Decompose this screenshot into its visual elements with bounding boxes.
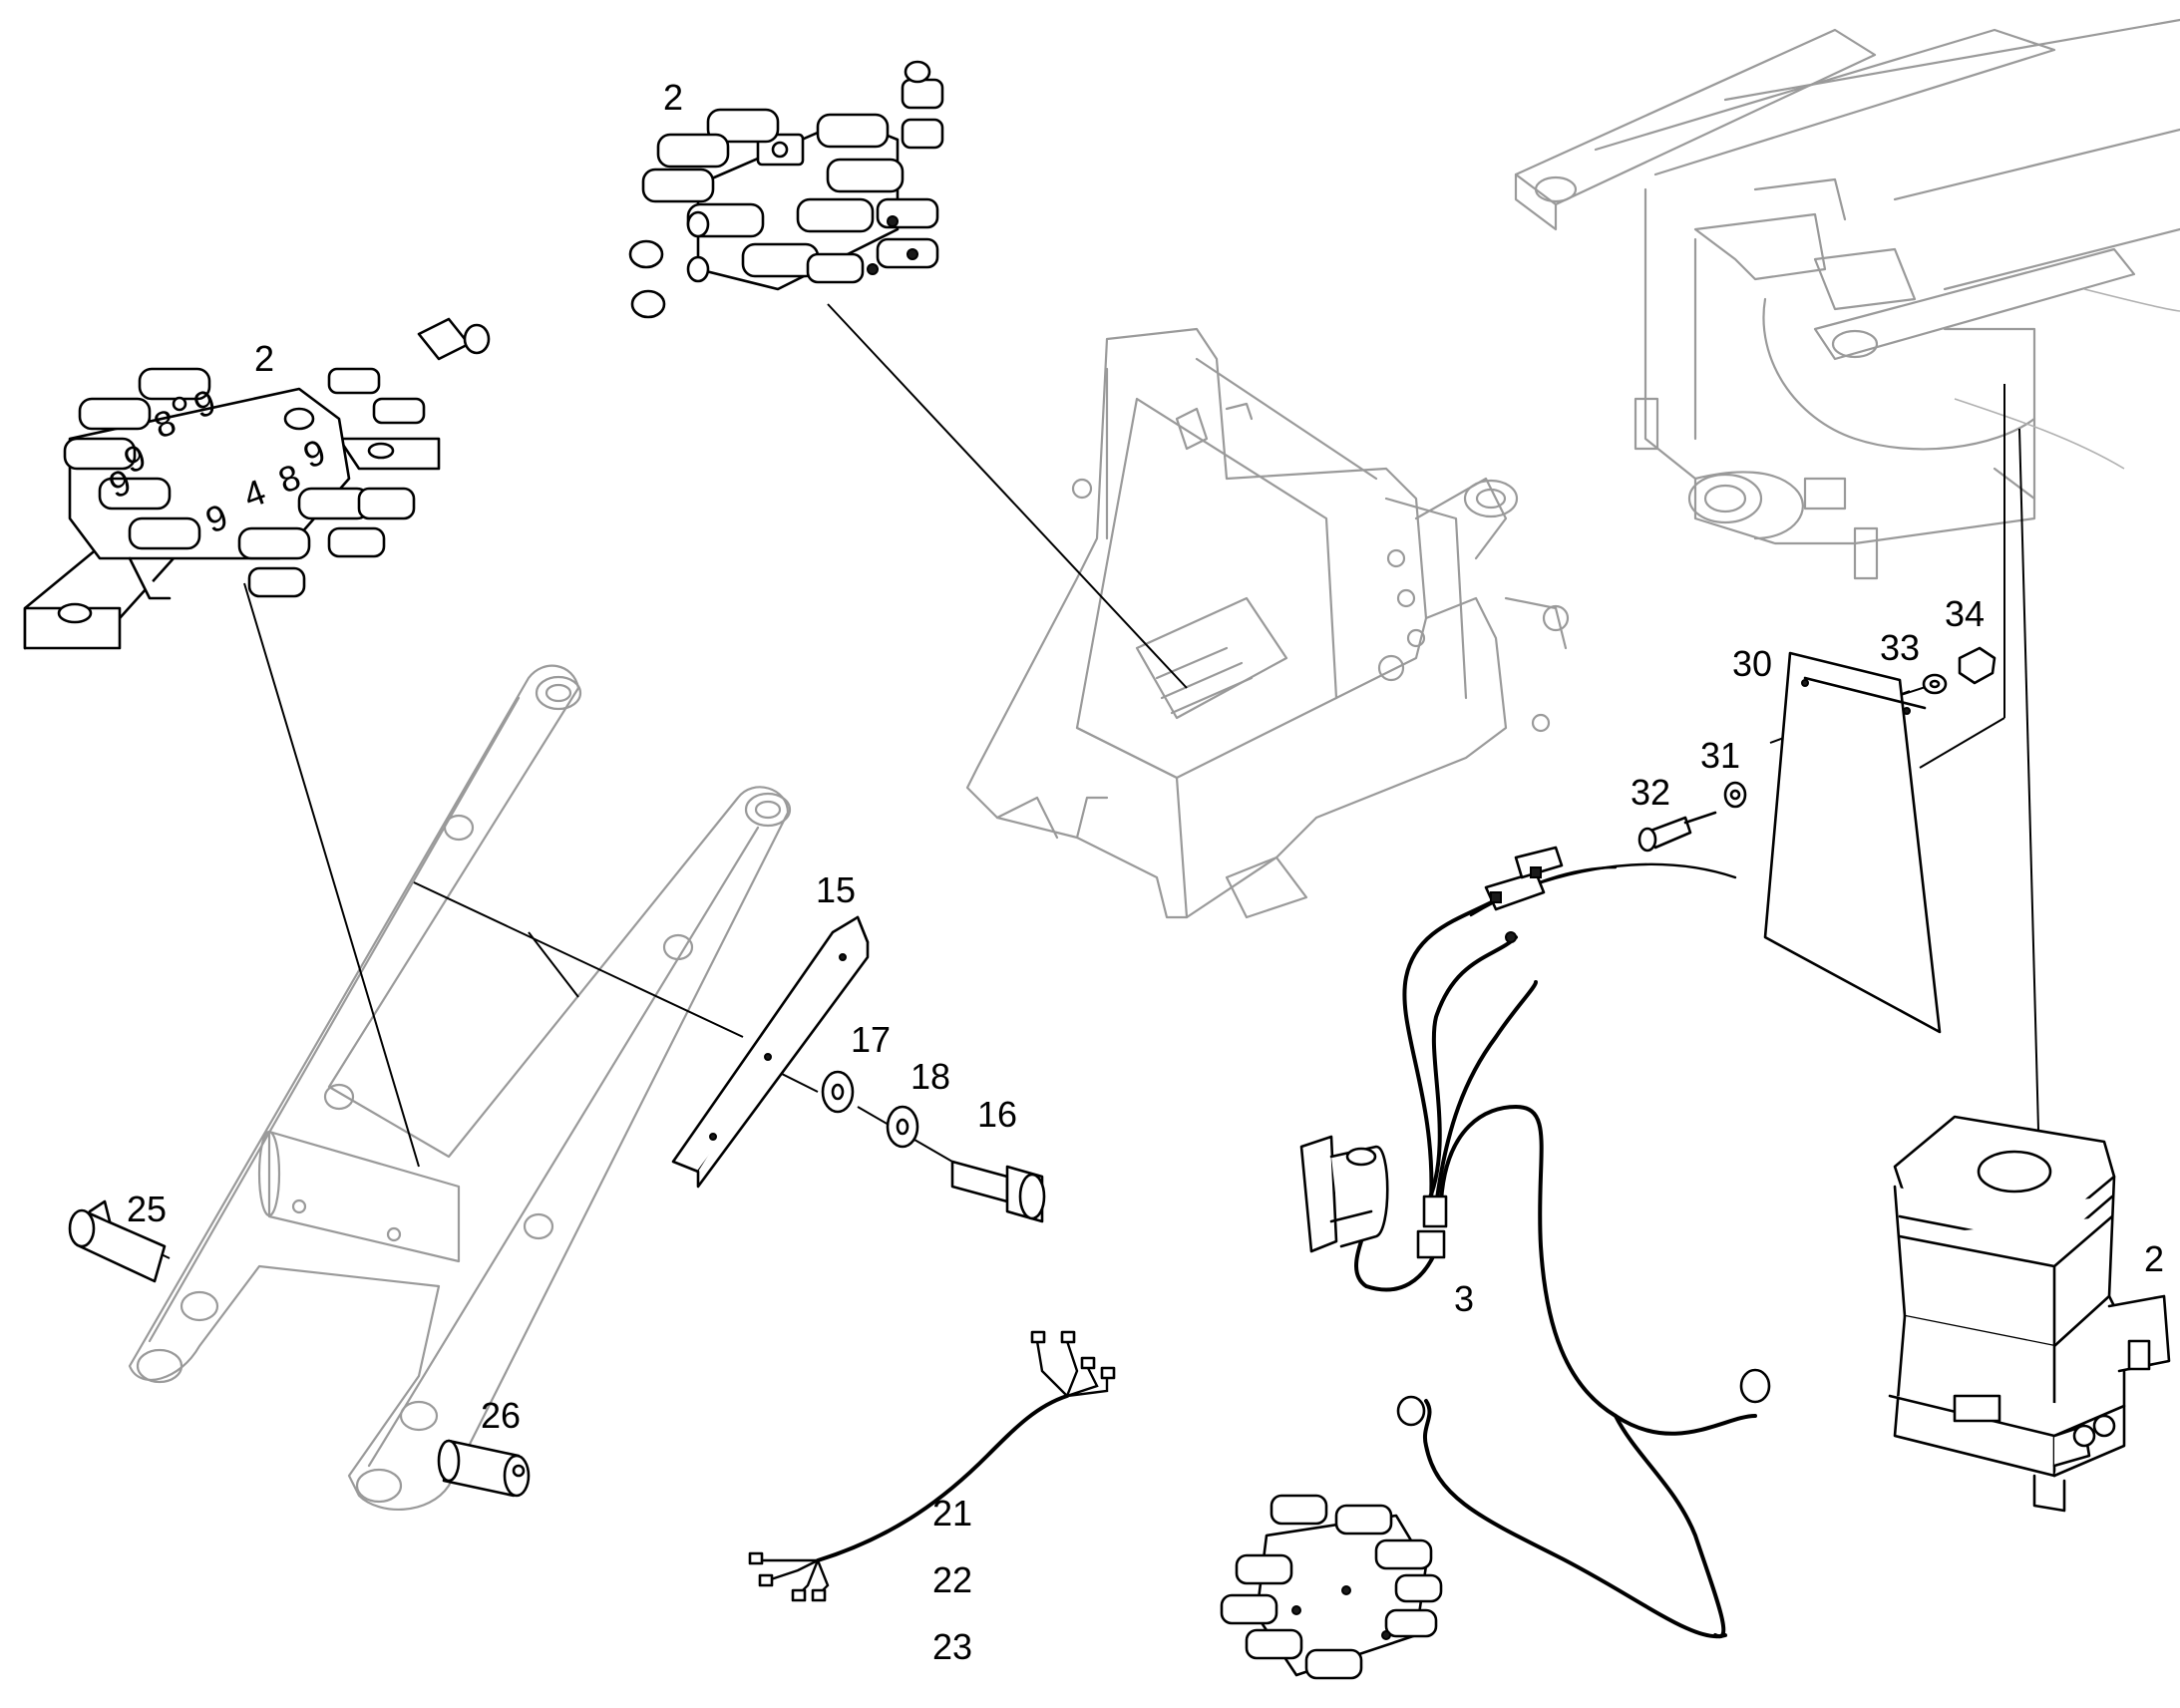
callout-label: 2 xyxy=(2144,1238,2164,1279)
callout-label: 22 xyxy=(932,1559,972,1600)
callout-label: 25 xyxy=(127,1189,167,1229)
pin-25 xyxy=(68,1199,167,1283)
distribution-block-bottom xyxy=(1220,1494,1443,1680)
washer-31 xyxy=(1723,781,1747,809)
callout-label: 3 xyxy=(1454,1278,1474,1319)
distribution-block-top xyxy=(628,60,944,319)
nut-34 xyxy=(1958,646,1997,685)
machine-front-chassis xyxy=(965,327,1570,919)
machine-rear-frame xyxy=(1514,18,2180,580)
callout-label: 23 xyxy=(932,1626,972,1667)
callout-labels: 2 2 2 3 15 16 17 18 21 22 23 25 26 30 31… xyxy=(127,77,2164,1667)
callout-label: 18 xyxy=(910,1056,950,1097)
distribution-block-left: 9 8 9 9 4 9 8 9 xyxy=(23,317,491,650)
wiring-harness-21 xyxy=(748,1330,1116,1602)
bolt-32 xyxy=(1637,811,1717,853)
mounting-bracket xyxy=(671,915,870,1189)
callout-label: 32 xyxy=(1631,772,1670,813)
callout-label: 30 xyxy=(1732,643,1772,684)
pin-26 xyxy=(437,1439,531,1498)
washer-17 xyxy=(821,1070,855,1114)
callout-label: 15 xyxy=(816,869,856,910)
callout-label: 34 xyxy=(1945,593,1985,634)
washer-33 xyxy=(1922,673,1948,695)
callout-label: 2 xyxy=(254,338,274,379)
wiring-harness-3 xyxy=(1354,846,1771,1639)
lubrication-pump xyxy=(1888,1115,2171,1513)
callout-label: 2 xyxy=(663,77,683,118)
loader-arm-frame xyxy=(128,664,792,1512)
callout-label: 17 xyxy=(851,1019,891,1060)
callout-label: 26 xyxy=(481,1395,521,1436)
proximity-sensor xyxy=(1299,1135,1389,1253)
cover-plate xyxy=(1763,651,1942,1034)
callout-label: 33 xyxy=(1880,627,1920,668)
callout-label: 31 xyxy=(1700,735,1740,776)
callout-label: 21 xyxy=(932,1493,972,1534)
washer-18 xyxy=(886,1105,919,1149)
callout-label: 16 xyxy=(977,1094,1017,1135)
bolt-16 xyxy=(950,1160,1046,1223)
